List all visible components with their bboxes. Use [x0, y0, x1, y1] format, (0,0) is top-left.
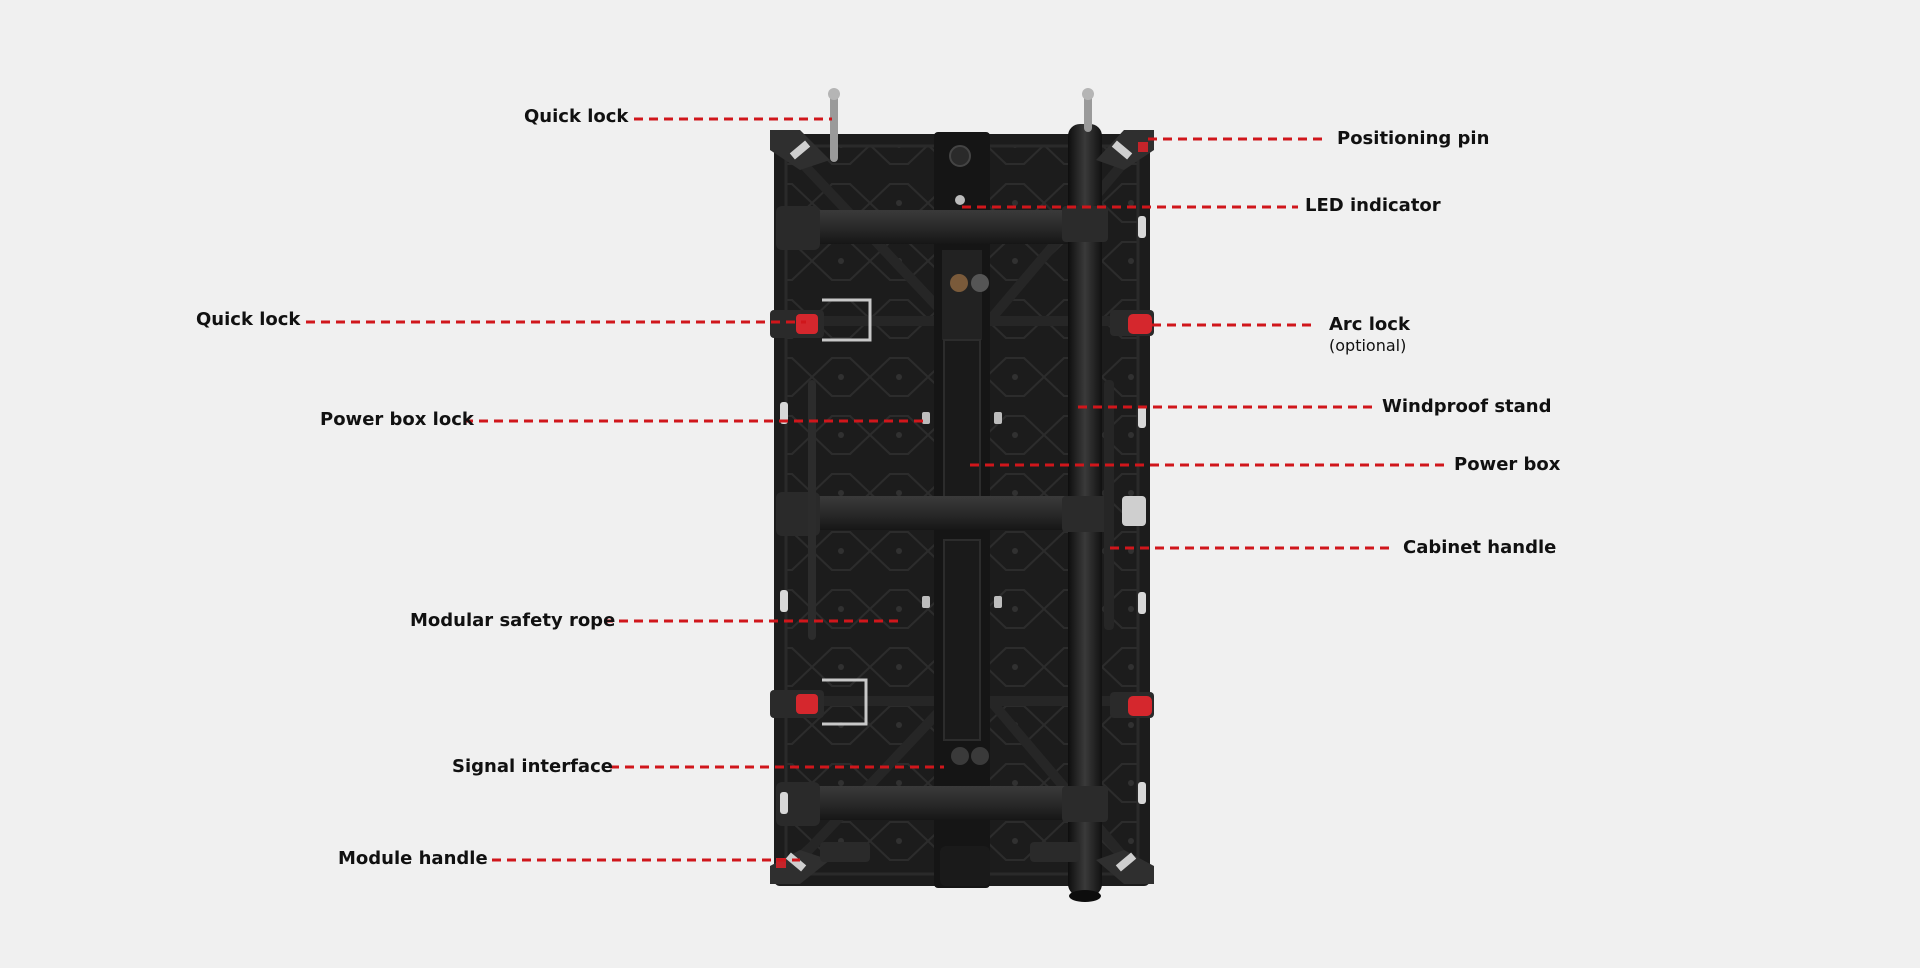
label-windproof-stand: Windproof stand: [1382, 396, 1552, 417]
label-quick-lock-top: Quick lock: [524, 106, 629, 127]
modular-safety-rope: [808, 380, 816, 640]
leader-lines: [306, 117, 1450, 862]
windproof-stand: [1062, 124, 1108, 902]
power-box-locks: [922, 412, 1002, 608]
module-handles: [820, 842, 1080, 886]
label-cabinet-handle: Cabinet handle: [1403, 537, 1557, 558]
label-led-indicator: LED indicator: [1305, 195, 1441, 216]
label-power-box: Power box: [1454, 454, 1561, 475]
arc-lock-title: Arc lock: [1329, 314, 1410, 335]
label-signal-interface: Signal interface: [452, 756, 613, 777]
label-modular-safety-rope: Modular safety rope: [410, 610, 616, 631]
power-box: [934, 132, 990, 888]
positioning-pins: [828, 88, 1094, 162]
label-module-handle: Module handle: [338, 848, 488, 869]
arc-lock-upper: [1110, 310, 1154, 336]
quick-lock-left-upper: [770, 298, 872, 342]
arc-lock-note: (optional): [1329, 336, 1407, 355]
label-positioning-pin: Positioning pin: [1337, 128, 1490, 149]
corner-blocks: [770, 130, 1154, 884]
side-clips: [780, 216, 1146, 814]
quick-lock-left-lower: [770, 678, 868, 726]
label-power-box-lock: Power box lock: [320, 409, 474, 430]
arc-lock-lower: [1110, 692, 1154, 718]
label-arc-lock: Arc lock (optional): [1329, 314, 1410, 356]
label-quick-lock-mid: Quick lock: [196, 309, 301, 330]
cabinet-handle: [1104, 380, 1146, 630]
